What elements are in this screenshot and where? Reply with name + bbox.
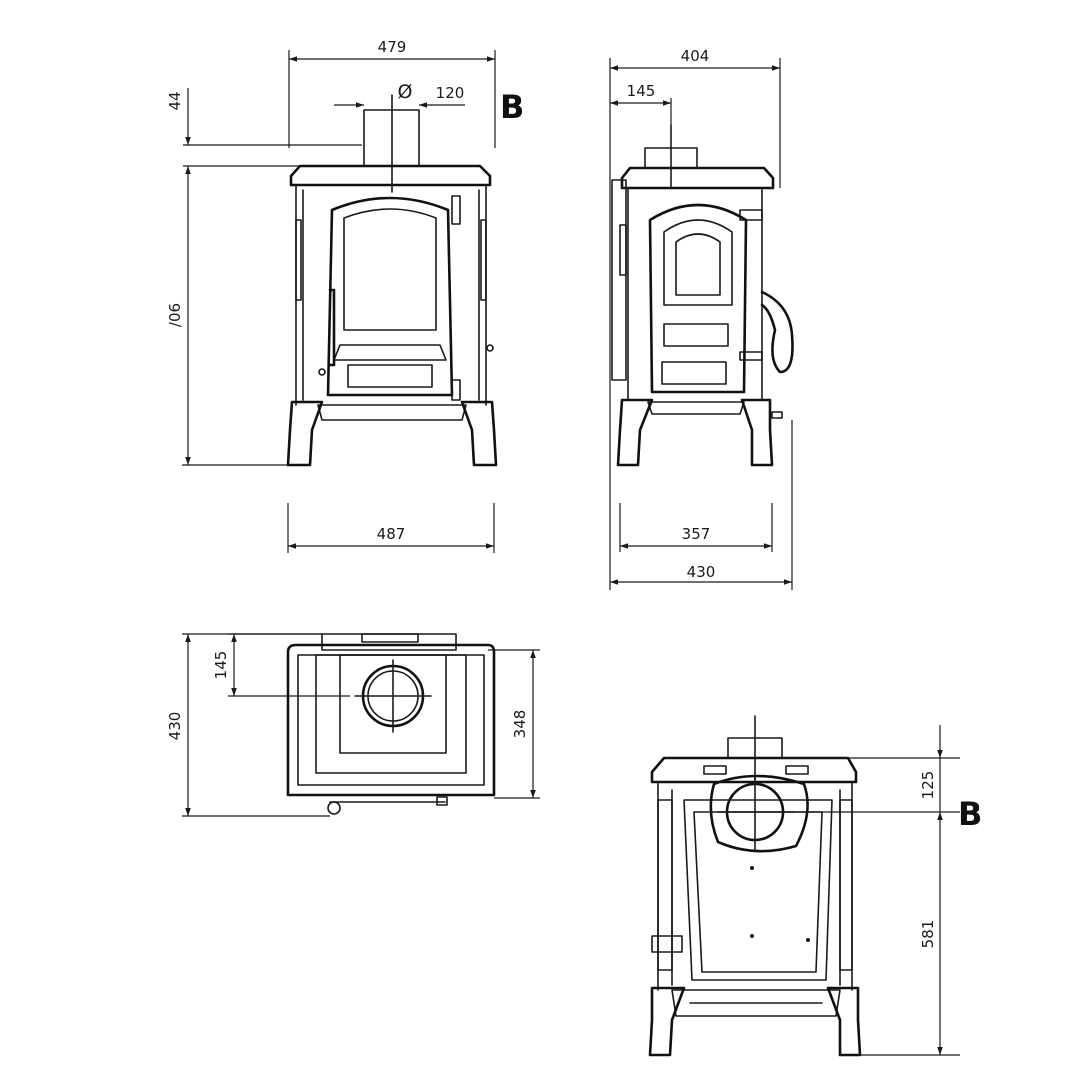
- rear-right-leg: [826, 986, 862, 1057]
- front-section-label: B: [500, 88, 524, 126]
- side-base: [647, 401, 745, 415]
- rear-side-lever: [651, 935, 683, 953]
- side-upper-panel: [663, 323, 729, 347]
- top-inner-plate-1: [297, 654, 485, 786]
- top-depth-label: 430: [166, 712, 184, 741]
- rear-top-tab-left: [703, 765, 727, 775]
- front-ash-drawer: [347, 364, 433, 388]
- side-door-frame: [648, 203, 748, 394]
- top-front-hinge: [436, 796, 448, 806]
- front-door-lower-panel: [333, 344, 447, 361]
- front-view: 479 Ø 120 B 44 /06 487: [166, 38, 524, 553]
- front-lower-hinge: [451, 379, 461, 401]
- top-outer-plate: [286, 643, 496, 797]
- side-flue-offset-label: 145: [627, 82, 656, 100]
- front-door-handle: [328, 288, 336, 367]
- front-right-rib: [480, 219, 487, 301]
- top-body-depth-label: 348: [511, 710, 529, 739]
- rear-back-panel: [683, 799, 833, 981]
- top-view: 145 430 348: [166, 633, 540, 817]
- side-top-plate: [620, 166, 775, 190]
- front-top-width-label: 479: [378, 38, 407, 56]
- rear-section-label: B: [958, 795, 982, 833]
- side-leg-width-label: 357: [682, 525, 711, 543]
- front-flue-diameter-label: 120: [436, 84, 465, 102]
- side-rear-panel: [611, 179, 627, 381]
- side-top-width-label: 404: [681, 47, 710, 65]
- top-inner-plate-3: [339, 654, 447, 754]
- front-base-width-label: 487: [377, 525, 406, 543]
- side-lower-panel: [661, 361, 727, 385]
- front-upper-hinge: [451, 195, 461, 225]
- front-base: [317, 404, 467, 421]
- front-body-inner-sides: [302, 189, 480, 401]
- front-left-rib: [295, 219, 302, 301]
- rear-back-panel-inner: [693, 811, 823, 973]
- rear-right-column: [839, 799, 853, 971]
- side-body: [627, 187, 763, 401]
- rear-dot-2: [750, 934, 754, 938]
- front-side-knob: [486, 344, 494, 352]
- front-door-glass: [343, 208, 437, 331]
- front-height-label: /06: [166, 303, 184, 327]
- front-top-plate: [289, 164, 492, 187]
- rear-top-tab-right: [785, 765, 809, 775]
- front-door: [326, 196, 454, 397]
- front-control-knob: [318, 368, 326, 376]
- top-front-knob: [327, 801, 341, 815]
- rear-top-plate: [650, 756, 858, 784]
- top-flue-offset-label: 145: [212, 651, 230, 680]
- side-hinge-bottom: [739, 351, 763, 361]
- rear-left-column: [657, 799, 673, 971]
- side-hinge-top: [739, 209, 763, 221]
- rear-left-leg: [648, 986, 686, 1057]
- front-right-leg: [460, 400, 498, 467]
- rear-dot-1: [750, 866, 754, 870]
- side-depth-label: 430: [687, 563, 716, 581]
- side-left-leg: [616, 398, 654, 467]
- rear-flue-top-label: 125: [919, 771, 937, 800]
- front-diameter-symbol: Ø: [398, 81, 413, 103]
- side-right-leg: [740, 398, 774, 467]
- rear-height-label: 581: [919, 920, 937, 949]
- side-back-knob: [771, 411, 783, 419]
- front-flue-height-label: 44: [166, 91, 184, 110]
- side-view: 404 145 357 430: [609, 47, 794, 590]
- side-window-glass: [675, 233, 721, 296]
- top-rear-slot: [361, 633, 419, 643]
- front-left-leg: [286, 400, 324, 467]
- rear-view: 125 581 B: [648, 715, 982, 1057]
- rear-base: [671, 989, 841, 1017]
- side-rear-rib: [619, 224, 627, 276]
- side-handle: [760, 290, 794, 374]
- top-inner-plate-2: [315, 654, 467, 774]
- rear-dot-3: [806, 938, 810, 942]
- side-window-outer: [663, 219, 733, 306]
- rear-flue-collar: [709, 774, 809, 853]
